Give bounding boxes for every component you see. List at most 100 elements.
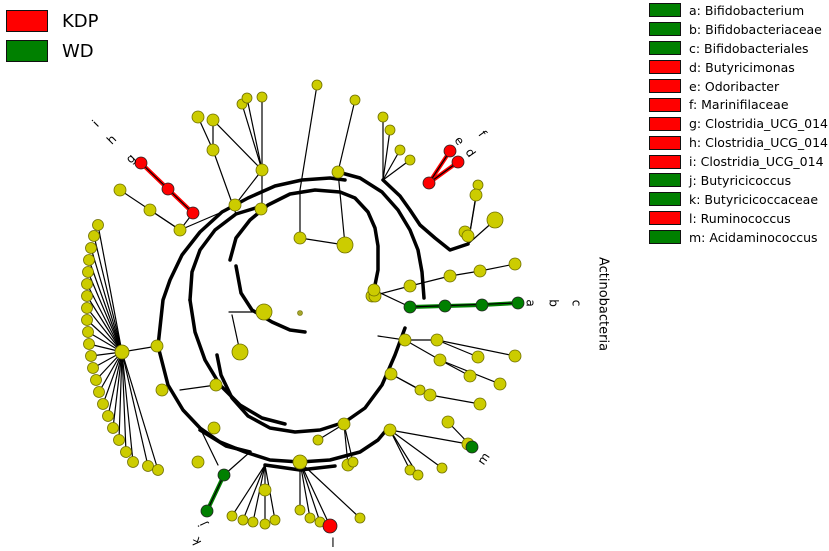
clade-letter-l: l [331, 535, 334, 549]
taxa-legend: a: Bifidobacterium b: Bifidobacteriaceae… [649, 1, 828, 247]
tree-node [209, 378, 223, 392]
tree-node [293, 231, 307, 245]
leaf-node [82, 326, 94, 338]
tree-node [304, 512, 316, 524]
leaf-node [81, 302, 93, 314]
node-clostridia-ucg-014-h [161, 182, 175, 196]
legend-swatch-m [649, 230, 681, 245]
branch-line [389, 429, 443, 469]
branch-line [121, 351, 149, 467]
tree-node [269, 514, 281, 526]
legend-item-h: h: Clostridia_UCG_014 [649, 133, 828, 152]
clade-arc [156, 344, 390, 464]
clade-letter-d: d [462, 146, 478, 160]
tree-node [231, 343, 249, 361]
tree-node [383, 423, 397, 437]
branch-line [429, 394, 481, 405]
tree-node [463, 369, 477, 383]
tree-node [436, 462, 448, 474]
leaf-node [83, 338, 95, 350]
legend-label-c: c: Bifidobacteriales [689, 40, 809, 56]
tree-node [311, 79, 323, 91]
tree-node [312, 434, 324, 446]
leaf-node [87, 362, 99, 374]
legend-label-h: h: Clostridia_UCG_014 [689, 135, 828, 151]
legend-item-d: d: Butyricimonas [649, 58, 828, 77]
branch-line [231, 464, 266, 517]
clade-letter-f: f [475, 128, 489, 140]
node-butyricimonas [451, 155, 465, 169]
legend-item-k: k: Butyricicoccaceae [649, 190, 828, 209]
legend-swatch-k [649, 192, 681, 207]
node-butyricicoccus [200, 504, 214, 518]
leaf-node [127, 456, 139, 468]
tree-node [155, 383, 169, 397]
branch-line [389, 429, 411, 471]
tree-node [404, 154, 416, 166]
tree-node [508, 257, 522, 271]
branch-line [86, 295, 123, 353]
cladogram-nodes [81, 79, 525, 534]
tree-node [255, 303, 273, 321]
tree-node [256, 91, 268, 103]
legend-swatch-h [649, 135, 681, 150]
clade-arc [381, 178, 470, 252]
leaf-node [83, 254, 95, 266]
leaf-node [82, 266, 94, 278]
tree-node [191, 110, 205, 124]
tree-node [241, 92, 253, 104]
legend-item-l: l: Ruminococcus [649, 209, 828, 228]
node-odoribacter [443, 144, 457, 158]
legend-label-a: a: Bifidobacterium [689, 2, 805, 18]
tree-node [259, 518, 271, 530]
leaf-node [85, 242, 97, 254]
branch-line [246, 97, 263, 171]
branch-line [206, 474, 225, 512]
tree-node [403, 279, 417, 293]
legend-item-c: c: Bifidobacteriales [649, 39, 828, 58]
leaf-node [113, 434, 125, 446]
branch-line [409, 275, 451, 287]
tree-node [237, 514, 249, 526]
node-acidaminococcus [465, 440, 479, 454]
tree-node [226, 510, 238, 522]
legend-swatch-c [649, 41, 681, 56]
branch-line [98, 351, 123, 393]
clade-letter-m: m [475, 450, 493, 468]
tree-node [473, 264, 487, 278]
branch-line [86, 307, 123, 353]
wd-label: WD [62, 40, 94, 62]
leaf-node [102, 410, 114, 422]
leaf-node [152, 464, 164, 476]
clade-letter-i: i [90, 118, 102, 130]
legend-swatch-g [649, 116, 681, 131]
tree-node [469, 188, 483, 202]
node-bifidobacterium [475, 298, 489, 312]
branch-line [199, 427, 219, 466]
group-legend-wd: WD [6, 36, 99, 66]
legend-label-k: k: Butyricicoccaceae [689, 191, 819, 207]
tree-node [404, 464, 416, 476]
tree-node [228, 198, 242, 212]
tree-node [443, 269, 457, 283]
branch-line [112, 351, 123, 429]
node-clostridia-ucg-014-g [186, 206, 200, 220]
legend-swatch-b [649, 22, 681, 37]
branch-line [382, 129, 391, 181]
leaf-node [92, 219, 104, 231]
leaf-node [81, 314, 93, 326]
branch-line [343, 423, 354, 463]
legend-label-j: j: Butyricicoccus [689, 172, 792, 188]
legend-label-l: l: Ruminococcus [689, 210, 791, 226]
node-bifidobacterium-leaf [511, 296, 525, 310]
root-node [297, 310, 303, 316]
tree-node [398, 333, 412, 347]
branch-line [97, 224, 123, 353]
branch-line [299, 461, 361, 519]
leaf-node [81, 290, 93, 302]
branch-line [102, 351, 123, 405]
legend-label-e: e: Odoribacter [689, 78, 780, 94]
branch-line [90, 247, 123, 353]
tree-node [113, 183, 127, 197]
branch-line [404, 339, 441, 361]
